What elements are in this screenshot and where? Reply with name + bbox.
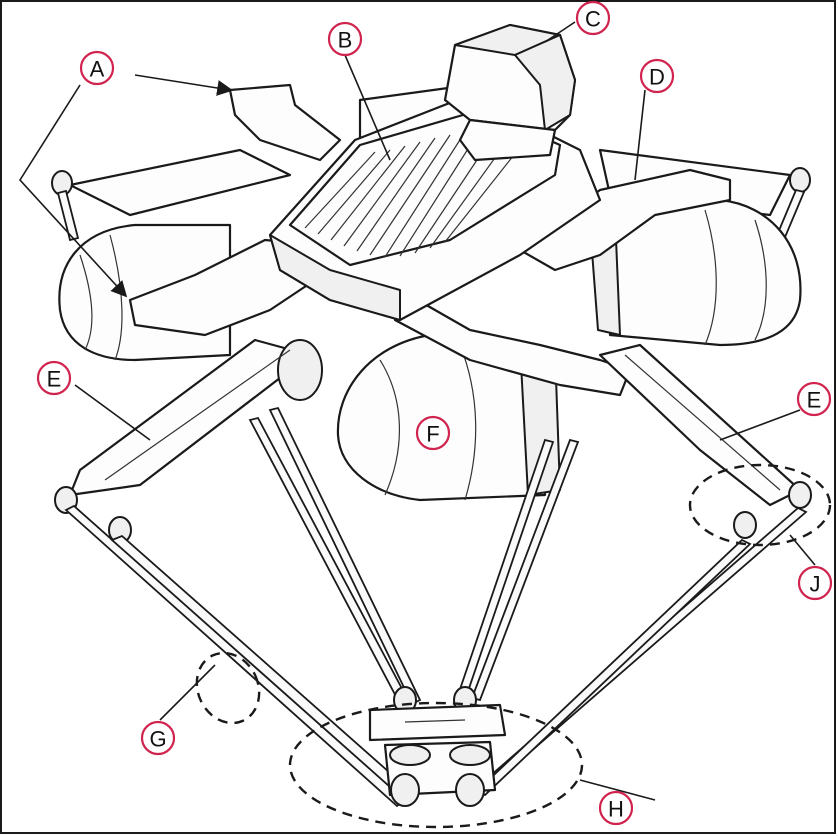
region-j [688,463,832,547]
callout-e-right-label: E [807,388,822,413]
callout-e-left-label: E [47,367,62,392]
motor-right [589,198,802,347]
region-g [195,651,261,725]
upper-arm-left [54,338,323,544]
leader-lines [18,21,816,801]
upper-arm-right [598,343,812,539]
callout-b: B [327,21,363,57]
region-h [288,701,584,829]
callout-j: J [797,565,833,601]
callout-b-label: B [338,28,353,53]
callout-h-label: H [608,797,624,822]
callout-a-label: A [90,57,105,82]
callout-j-label: J [810,572,821,597]
callout-g-label: G [149,727,166,752]
callout-c-label: C [585,7,601,32]
callout-d: D [639,58,675,94]
callout-e-left: E [36,360,72,396]
callout-d-label: D [649,65,665,90]
connector-box [443,23,577,162]
lower-rods [64,406,808,808]
callout-a: A [79,50,115,86]
callout-f-label: F [426,422,439,447]
callout-e-right: E [796,381,832,417]
callout-c: C [575,0,611,36]
callout-h: H [598,790,634,826]
callout-f: F [415,415,451,451]
platform [368,686,507,807]
callout-g: G [140,720,176,756]
